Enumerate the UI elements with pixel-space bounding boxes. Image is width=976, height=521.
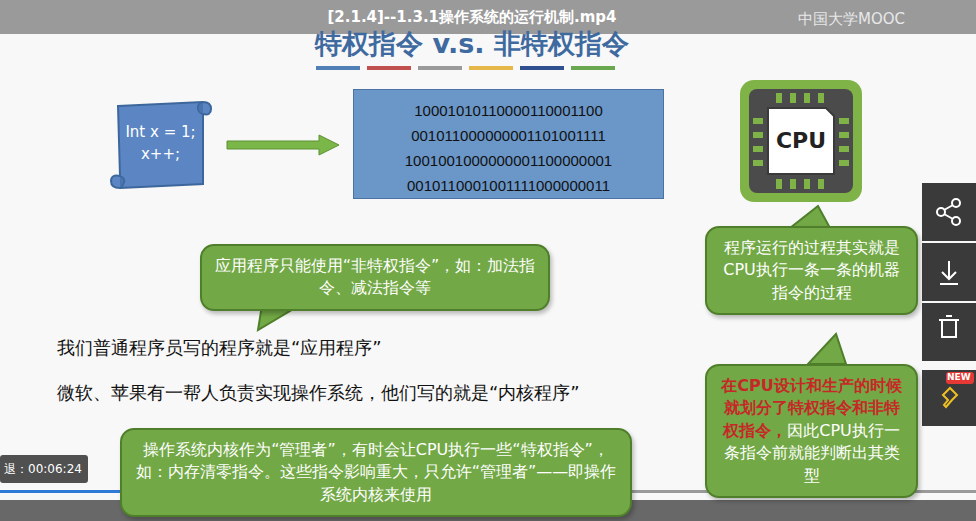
time-tag — [0, 455, 88, 483]
machine-code-box: 1000101011000011000110000101100000000110… — [353, 89, 664, 199]
callout-bubble: 操作系统内核作为“管理者”，有时会让CPU执行一些“特权指令”，如：内存清零指令… — [120, 428, 632, 517]
code-scroll: Int x = 1;x++; — [108, 98, 213, 192]
time-tag-text: 退：00:06:24 — [4, 461, 82, 478]
note-text: 微软、苹果有一帮人负责实现操作系统，他们写的就是“内核程序” — [57, 381, 580, 405]
bubble-tail — [790, 206, 830, 228]
arrow-shape — [227, 135, 339, 155]
node-text: 应用程序只能使用“非特权指令”，如：加法指令、减法指令等 — [214, 255, 536, 300]
title-color-bars — [316, 66, 615, 70]
callout-bubble: 程序运行的过程其实就是CPU执行一条一条的机器指令的过程 — [705, 226, 918, 315]
new-badge: NEW — [947, 372, 971, 382]
slide-title: 特权指令 v.s. 非特权指令 — [0, 26, 944, 62]
binary-line: 1001001000000001100000001 — [354, 148, 663, 173]
binary-line: 001011000000001101001111 — [354, 123, 663, 148]
watermark: 中国大学MOOC — [798, 10, 905, 29]
progress-done — [0, 490, 120, 493]
note-text: 我们普通程序员写的程序就是“应用程序” — [57, 336, 382, 360]
callout-bubble: 在CPU设计和生产的时候就划分了特权指令和非特权指令，因此CPU执行一条指令前就… — [705, 364, 918, 498]
node-text: 程序运行的过程其实就是CPU执行一条一条的机器指令的过程 — [719, 237, 904, 304]
binary-line: 0010110001001111000000011 — [354, 173, 663, 198]
node-text: 操作系统内核作为“管理者”，有时会让CPU执行一些“特权指令”，如：内存清零指令… — [134, 439, 618, 506]
bubble-tail — [808, 334, 846, 364]
binary-line: 10001010110000110001100 — [354, 98, 663, 123]
side-toolbar — [922, 183, 976, 426]
cpu-label-box: CPU — [770, 112, 832, 170]
code-line: x++; — [108, 144, 213, 166]
code-line: Int x = 1; — [108, 122, 213, 144]
cpu-chip-icon — [740, 80, 862, 202]
flow-arrow — [227, 135, 339, 155]
node-text: CPU — [770, 112, 832, 170]
callout-bubble: 应用程序只能使用“非特权指令”，如：加法指令、减法指令等 — [200, 244, 550, 311]
